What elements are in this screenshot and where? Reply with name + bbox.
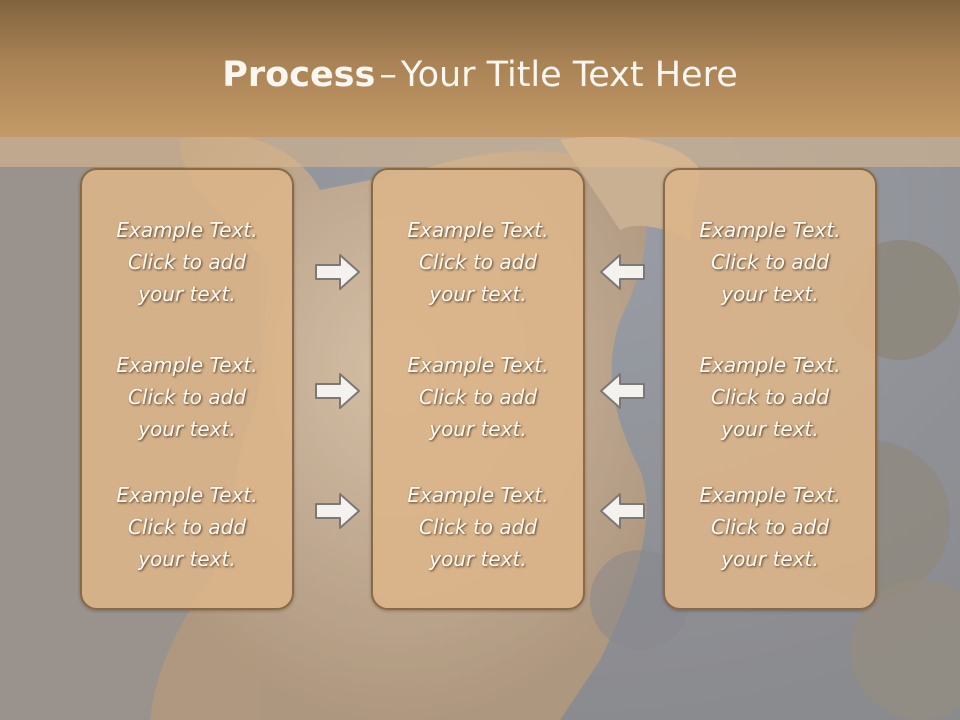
text-line: your text. bbox=[138, 547, 236, 571]
text-block[interactable]: Example Text. Click to add your text. bbox=[82, 214, 292, 310]
text-line: Click to add bbox=[418, 385, 538, 409]
text-line: your text. bbox=[138, 417, 236, 441]
text-block[interactable]: Example Text. Click to add your text. bbox=[665, 214, 875, 310]
process-box-left[interactable]: Example Text. Click to add your text. Ex… bbox=[80, 168, 294, 610]
text-line: Example Text. bbox=[699, 353, 841, 377]
text-line: Example Text. bbox=[699, 483, 841, 507]
text-line: Example Text. bbox=[116, 218, 258, 242]
text-line: Example Text. bbox=[116, 483, 258, 507]
right-arrow-icon bbox=[315, 254, 360, 290]
right-arrow-icon bbox=[315, 373, 360, 409]
text-line: Example Text. bbox=[407, 353, 549, 377]
text-line: your text. bbox=[721, 547, 819, 571]
text-line: Click to add bbox=[127, 385, 247, 409]
title-bar bbox=[0, 0, 960, 137]
text-block[interactable]: Example Text. Click to add your text. bbox=[373, 214, 583, 310]
text-line: Example Text. bbox=[407, 483, 549, 507]
text-block[interactable]: Example Text. Click to add your text. bbox=[373, 479, 583, 575]
text-block[interactable]: Example Text. Click to add your text. bbox=[373, 349, 583, 445]
text-block[interactable]: Example Text. Click to add your text. bbox=[665, 349, 875, 445]
text-line: Click to add bbox=[710, 515, 830, 539]
text-line: your text. bbox=[429, 547, 527, 571]
text-line: Click to add bbox=[710, 250, 830, 274]
right-arrow-icon bbox=[315, 493, 360, 529]
left-arrow-icon bbox=[600, 373, 645, 409]
slide-title[interactable]: Process–Your Title Text Here bbox=[0, 52, 960, 98]
text-line: Click to add bbox=[710, 385, 830, 409]
text-line: your text. bbox=[138, 282, 236, 306]
text-line: your text. bbox=[721, 417, 819, 441]
text-line: your text. bbox=[429, 282, 527, 306]
process-box-right[interactable]: Example Text. Click to add your text. Ex… bbox=[663, 168, 877, 610]
text-block[interactable]: Example Text. Click to add your text. bbox=[82, 479, 292, 575]
text-block[interactable]: Example Text. Click to add your text. bbox=[82, 349, 292, 445]
text-line: Click to add bbox=[418, 515, 538, 539]
text-block[interactable]: Example Text. Click to add your text. bbox=[665, 479, 875, 575]
text-line: Click to add bbox=[418, 250, 538, 274]
left-arrow-icon bbox=[600, 254, 645, 290]
title-bold: Process bbox=[222, 55, 376, 95]
text-line: Click to add bbox=[127, 515, 247, 539]
text-line: Example Text. bbox=[407, 218, 549, 242]
title-band bbox=[0, 137, 960, 167]
title-separator: – bbox=[379, 55, 397, 95]
title-text: Your Title Text Here bbox=[400, 55, 738, 95]
process-box-center[interactable]: Example Text. Click to add your text. Ex… bbox=[371, 168, 585, 610]
text-line: Example Text. bbox=[116, 353, 258, 377]
text-line: Example Text. bbox=[699, 218, 841, 242]
text-line: your text. bbox=[721, 282, 819, 306]
left-arrow-icon bbox=[600, 493, 645, 529]
text-line: your text. bbox=[429, 417, 527, 441]
text-line: Click to add bbox=[127, 250, 247, 274]
